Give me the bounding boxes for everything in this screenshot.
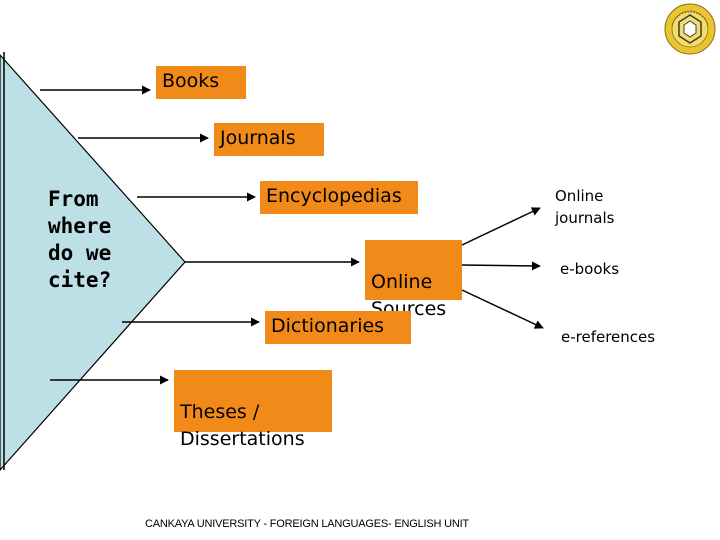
online-sources-box: Online Sources xyxy=(365,240,462,320)
encyclopedias-box: Encyclopedias xyxy=(260,181,418,214)
online-journals-label: Online journals xyxy=(555,187,615,227)
books-box: Books xyxy=(156,66,246,99)
ereferences-label: e-references xyxy=(561,328,656,346)
arrow-ereferences xyxy=(461,289,544,329)
university-logo xyxy=(664,3,716,55)
theses-box: Theses / Dissertations xyxy=(174,370,332,450)
footer-text: CANKAYA UNIVERSITY - FOREIGN LANGUAGES- … xyxy=(145,518,469,530)
journals-box: Journals xyxy=(214,123,324,156)
arrow-ebooks xyxy=(461,261,541,271)
question-text: From where do we cite? xyxy=(48,187,112,292)
source-triangle xyxy=(0,54,186,471)
dictionaries-box: Dictionaries xyxy=(265,311,411,344)
ebooks-label: e-books xyxy=(560,260,620,278)
arrow-online-journals xyxy=(461,207,541,246)
theses-label: Theses / Dissertations xyxy=(180,401,305,450)
